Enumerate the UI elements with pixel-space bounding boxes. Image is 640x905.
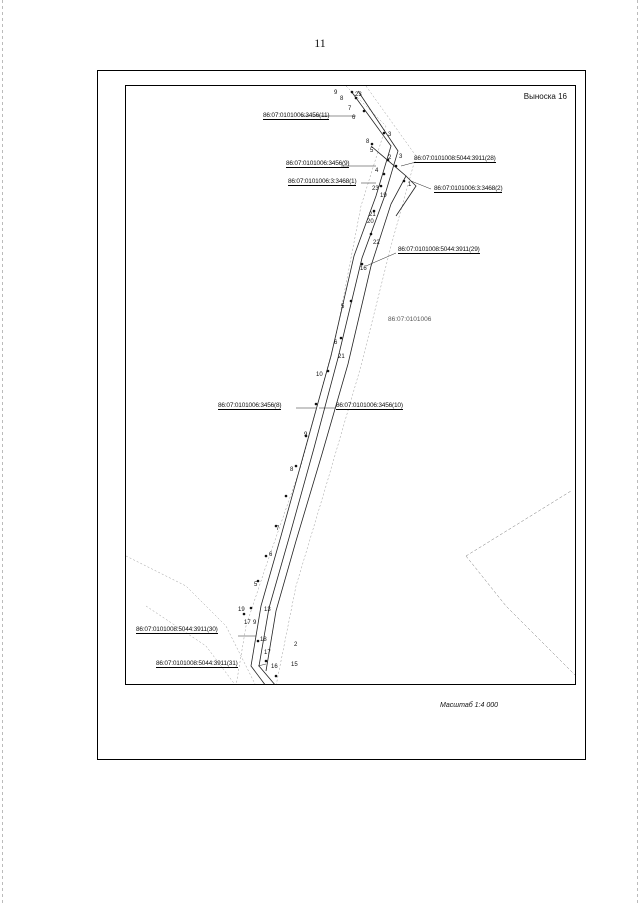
svg-text:17: 17 [264,650,271,656]
svg-text:6: 6 [352,115,356,121]
svg-text:19: 19 [238,607,245,613]
svg-text:2: 2 [388,155,392,161]
leader-lines [238,115,432,667]
parcel-label-3911-31: 86:07:0101008:5044:3911(31) [156,660,238,668]
svg-text:17: 17 [244,620,251,626]
svg-text:7: 7 [348,106,352,112]
svg-text:19: 19 [380,193,387,199]
svg-text:4: 4 [375,168,379,174]
svg-text:7: 7 [276,526,280,532]
parcel-label-3911-30: 86:07:0101008:5044:3911(30) [136,626,218,634]
scan-edge-right [637,0,638,905]
svg-text:6: 6 [269,552,273,558]
svg-text:21: 21 [338,354,345,360]
parcel-label-3911-28: 86:07:0101008:5044:3911(28) [414,155,496,163]
svg-text:16: 16 [360,266,367,272]
parcel-label-3911-29: 86:07:0101008:5044:3911(29) [398,246,480,254]
svg-text:16: 16 [271,664,278,670]
svg-text:15: 15 [291,662,298,668]
parcel-label-3456-9: 86:07:0101006:3456(9) [286,160,350,168]
parcel-label-3456-10: 86:07:0101006:3456(10) [336,402,403,410]
svg-text:23: 23 [355,92,362,98]
svg-text:5: 5 [341,304,345,310]
svg-text:1: 1 [408,182,412,188]
parcel-polygon-right [465,490,575,676]
map-scale: Масштаб 1:4 000 [440,702,498,709]
svg-text:21: 21 [369,212,376,218]
page-number: 11 [314,36,326,50]
svg-text:9: 9 [304,432,308,438]
svg-text:13: 13 [264,607,271,613]
svg-text:18: 18 [260,637,267,643]
parcel-label-3456-8: 86:07:0101006:3456(8) [218,402,282,410]
svg-text:8: 8 [340,96,344,102]
svg-text:9: 9 [253,620,257,626]
parcel-label-3468-1: 86:07:0101006:3:3468(1) [288,178,357,186]
parcel-label-3468-2: 86:07:0101006:3:3468(2) [434,185,503,193]
svg-text:10: 10 [316,372,323,378]
svg-text:3: 3 [388,132,392,138]
svg-text:22: 22 [373,240,380,246]
svg-text:9: 9 [334,90,338,96]
svg-text:8: 8 [366,139,370,145]
svg-text:2: 2 [294,642,298,648]
svg-text:3: 3 [399,154,403,160]
callout-title: Выноска 16 [523,92,567,101]
svg-text:5: 5 [254,582,258,588]
svg-text:5: 5 [370,148,374,154]
survey-points [242,90,406,678]
cadastral-zone-label: 86:07:0101006 [388,316,432,323]
context-lines [126,86,417,684]
parcel-label-3456-11: 86:07:0101006:3456(11) [263,112,330,120]
svg-text:20: 20 [367,219,374,225]
svg-text:6: 6 [334,340,338,346]
drawing-outer-frame [97,70,586,760]
svg-text:23: 23 [372,186,379,192]
svg-text:8: 8 [290,467,294,473]
scan-edge-left [2,0,3,905]
